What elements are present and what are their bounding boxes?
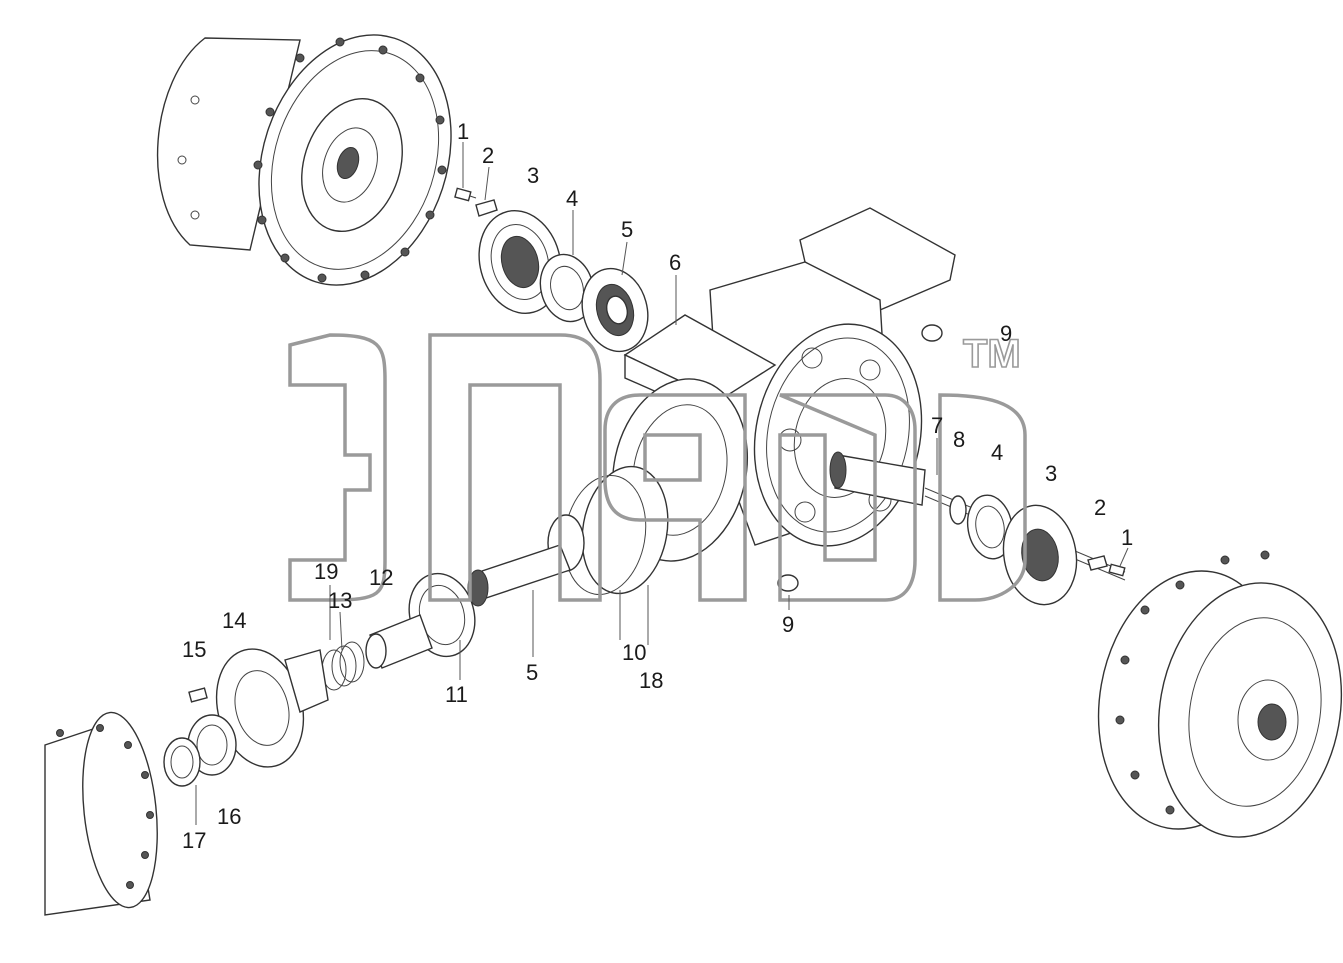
callout-9-top: 9 — [1000, 321, 1012, 346]
callout-1-top: 1 — [457, 119, 469, 144]
top-left-hub — [157, 34, 452, 286]
plug-9-bottom — [777, 574, 799, 592]
bolt-1-top — [454, 187, 477, 202]
sleeve-12 — [365, 614, 433, 669]
plug-9-top — [921, 324, 943, 342]
callout-5-bottom: 5 — [526, 660, 538, 685]
ring-17 — [163, 737, 201, 787]
callout-12: 12 — [369, 565, 393, 590]
shim-10 — [581, 465, 669, 595]
bevel-gear-5-top — [581, 267, 649, 353]
ring-13 — [331, 641, 365, 687]
callout-2-top: 2 — [482, 143, 494, 168]
bolt-15 — [188, 687, 208, 703]
callout-1-right: 1 — [1121, 525, 1133, 550]
callout-3-right: 3 — [1045, 461, 1057, 486]
callout-3-top: 3 — [527, 163, 539, 188]
bearing-cup-3-top — [478, 210, 562, 314]
callout-7: 7 — [931, 413, 943, 438]
callout-17: 17 — [182, 828, 206, 853]
pinion-5-bottom — [467, 514, 585, 607]
callouts: 1 2 3 4 5 6 9 7 8 4 3 2 1 9 19 12 13 14 … — [182, 119, 1133, 853]
callout-14: 14 — [222, 608, 246, 633]
callout-8: 8 — [953, 427, 965, 452]
callout-5-top: 5 — [621, 217, 633, 242]
callout-16: 16 — [217, 804, 241, 829]
callout-13: 13 — [328, 588, 352, 613]
callout-4-right: 4 — [991, 440, 1003, 465]
lock-plate-2-right — [1087, 555, 1108, 571]
trademark-label: TM — [963, 332, 1021, 376]
callout-4-top: 4 — [566, 186, 578, 211]
lock-plate-2-top — [475, 199, 498, 217]
callout-19: 19 — [314, 559, 338, 584]
watermark-logo — [288, 333, 1027, 602]
right-hub — [1097, 550, 1343, 838]
callout-10: 10 — [622, 640, 646, 665]
callout-6: 6 — [669, 250, 681, 275]
callout-11: 11 — [445, 682, 468, 707]
callout-9-bottom: 9 — [782, 612, 794, 637]
spacer-8 — [949, 495, 967, 525]
leader-lines — [195, 142, 1129, 825]
bottom-left-hub — [44, 711, 158, 916]
bolt-1-right — [1108, 563, 1126, 577]
callout-15: 15 — [182, 637, 206, 662]
callout-2-right: 2 — [1094, 495, 1106, 520]
callout-18: 18 — [639, 668, 663, 693]
bearing-cup-3-right — [1002, 504, 1078, 606]
cover-14 — [215, 648, 329, 768]
